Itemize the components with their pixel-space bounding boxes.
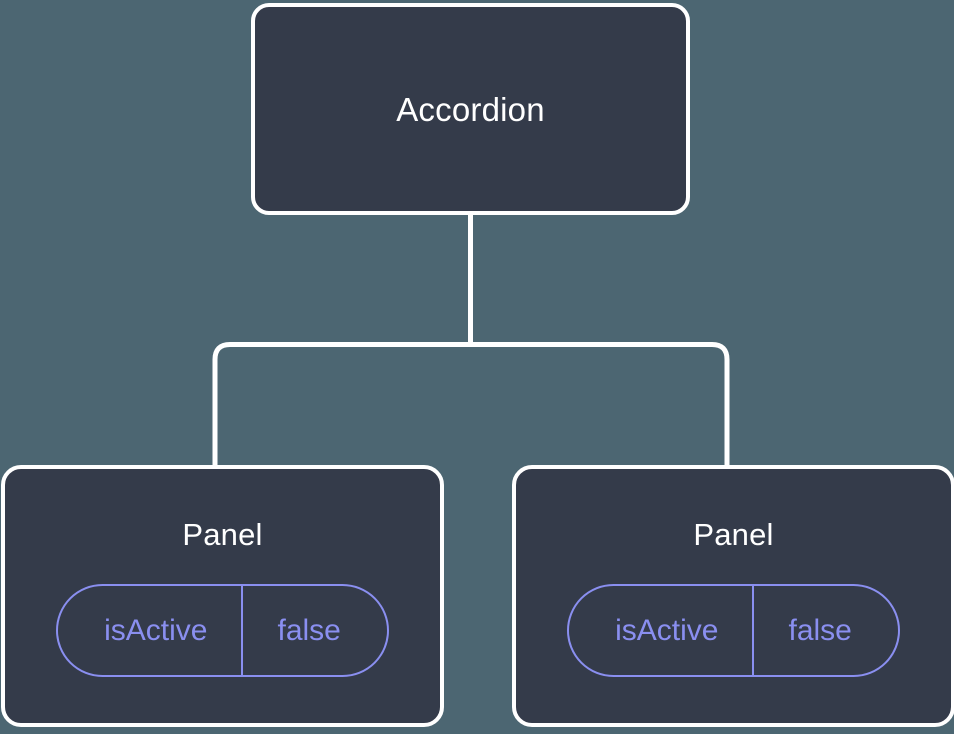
connector-right-branch	[470, 342, 730, 468]
node-title: Accordion	[396, 90, 545, 128]
tree-node-panel-right[interactable]: Panel isActive false	[512, 465, 954, 727]
state-badge[interactable]: isActive false	[56, 584, 389, 677]
node-title: Panel	[182, 517, 263, 552]
tree-node-accordion[interactable]: Accordion	[251, 3, 690, 215]
state-key: isActive	[615, 613, 719, 647]
state-badge[interactable]: isActive false	[567, 584, 900, 677]
state-value: false	[752, 586, 897, 675]
state-key: isActive	[104, 613, 208, 647]
connector-left-branch	[212, 342, 471, 468]
state-value: false	[241, 586, 386, 675]
tree-node-panel-left[interactable]: Panel isActive false	[1, 465, 444, 727]
node-title: Panel	[693, 517, 774, 552]
